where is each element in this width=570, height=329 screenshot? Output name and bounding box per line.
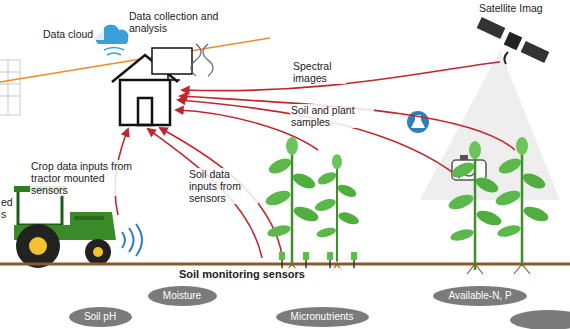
text-label: Satellite Imag (478, 2, 570, 14)
soil-parameter-ellipse: Moisture (148, 286, 217, 306)
ellipse-fill (433, 286, 527, 306)
text-label: ed s (0, 196, 12, 220)
text-label: Crop data inputs from tractor mounted se… (30, 160, 140, 196)
dna-icon (191, 44, 213, 76)
ellipse-fill (276, 307, 369, 327)
soil-parameter-ellipse: Soil pH (69, 307, 132, 327)
soil-surface (0, 263, 570, 266)
text-label: Soil data inputs from sensors (188, 168, 258, 204)
text-label: Soil and plant samples (290, 104, 374, 128)
signal-waves (122, 224, 142, 256)
tractor-icon (14, 186, 116, 268)
blank-ellipse (510, 310, 570, 329)
ellipse-fill (69, 307, 132, 327)
text-label: Data collection and analysis (128, 10, 240, 34)
text-label: Soil monitoring sensors (178, 268, 380, 280)
ellipse-fill (148, 286, 217, 306)
computer-icon (152, 48, 192, 80)
soil-parameter-ellipse: Available-N, P (433, 286, 527, 306)
data-arrows (115, 62, 515, 258)
node-text: Micronutrients (276, 311, 369, 323)
soil-parameter-ellipse: Micronutrients (276, 307, 369, 327)
text-label: Spectral images (292, 60, 346, 84)
node-text: Soil pH (69, 311, 132, 323)
node-text: Available-N, P (433, 290, 527, 302)
orange-line (0, 38, 270, 82)
text-label: Data cloud (42, 28, 104, 40)
node-text: Moisture (148, 290, 217, 302)
crop-plants (264, 137, 551, 270)
satellite-icon (477, 17, 550, 64)
cut-chart (0, 60, 20, 115)
